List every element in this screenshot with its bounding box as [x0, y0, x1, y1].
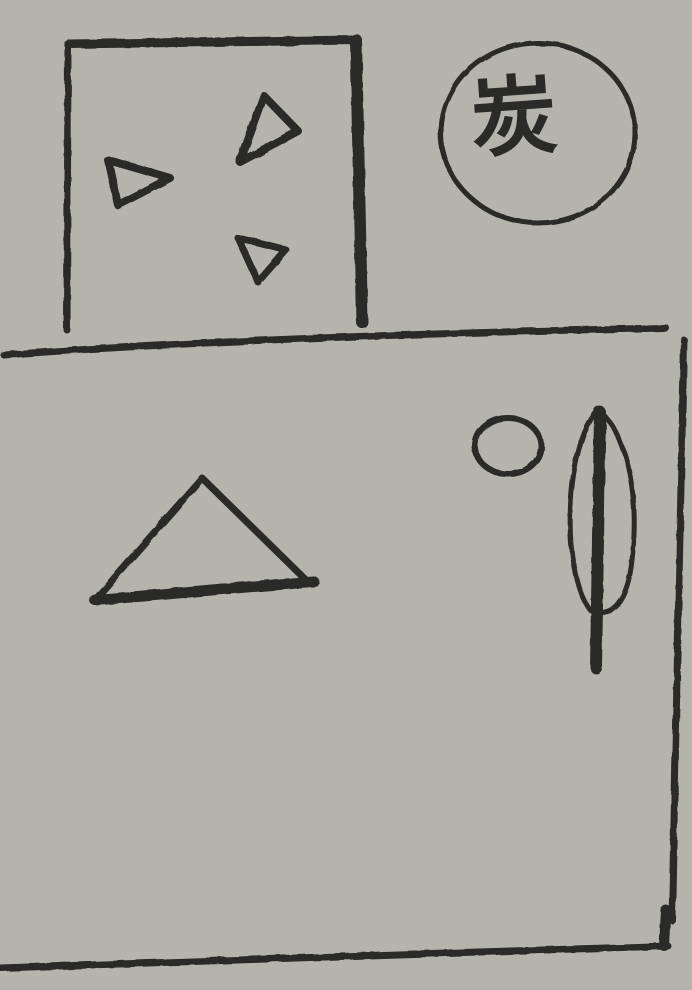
upper-box-right-edge: [356, 40, 362, 322]
seal-character: 炭: [450, 54, 578, 182]
upper-box-top-edge: [68, 40, 356, 44]
upper-box-left-edge: [67, 44, 68, 330]
lower-box-corner-mark: [664, 910, 666, 946]
